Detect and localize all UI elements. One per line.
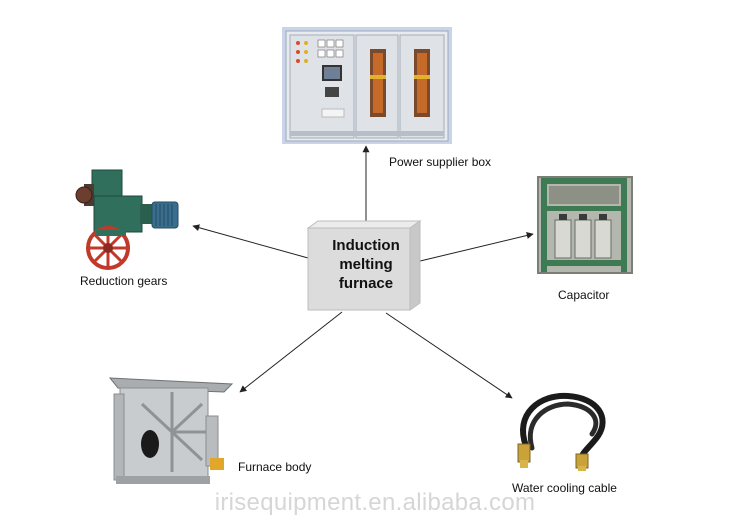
- label-water-cooling-cable: Water cooling cable: [512, 481, 617, 495]
- furnace-body-image: [108, 377, 234, 484]
- label-reduction-gears: Reduction gears: [80, 274, 168, 288]
- arrow-to-reduction-gears: [192, 224, 309, 259]
- center-title: Induction melting furnace: [318, 236, 414, 293]
- reduction-gears-image: [75, 169, 179, 270]
- center-title-line-1: Induction: [332, 237, 400, 254]
- power-supplier-box-image: [282, 27, 452, 144]
- label-power-supplier-box: Power supplier box: [389, 155, 492, 169]
- watermark: irisequipment.en.alibaba.com: [214, 489, 536, 516]
- arrow-to-furnace-body: [239, 311, 343, 393]
- capacitor-image: [537, 176, 633, 274]
- arrow-to-water-cooling-cable: [385, 312, 513, 399]
- center-title-line-3: furnace: [338, 275, 394, 292]
- water-cooling-cable-image: [517, 392, 606, 471]
- arrow-to-capacitor: [415, 232, 534, 263]
- center-title-line-2: melting: [339, 256, 393, 273]
- label-furnace-body: Furnace body: [238, 460, 312, 474]
- center-box: [306, 220, 422, 311]
- label-capacitor: Capacitor: [558, 288, 610, 302]
